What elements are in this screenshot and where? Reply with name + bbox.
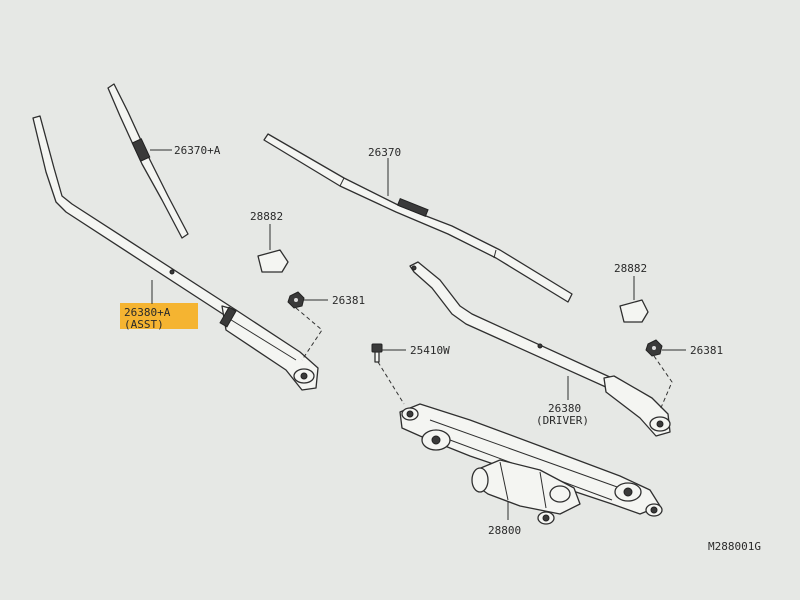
label-nut-right: 26381 bbox=[690, 344, 723, 357]
label-arm-driver-note: (DRIVER) bbox=[536, 414, 589, 427]
assembly-line-bolt bbox=[377, 361, 405, 405]
label-blade-driver: 26370 bbox=[368, 146, 401, 159]
wiper-arm-driver[interactable] bbox=[409, 261, 671, 437]
wiper-blade-driver[interactable] bbox=[263, 133, 573, 303]
assembly-line-right bbox=[653, 355, 673, 411]
label-cap-left: 28882 bbox=[250, 210, 283, 223]
label-motor-linkage: 28800 bbox=[488, 524, 521, 537]
nut-right[interactable] bbox=[645, 339, 663, 357]
diagram-code: M288001G bbox=[708, 540, 761, 553]
label-arm-passenger-note: (ASST) bbox=[124, 318, 164, 331]
label-arm-passenger: 26380+A bbox=[124, 306, 171, 319]
label-blade-passenger: 26370+A bbox=[174, 144, 221, 157]
wiper-arm-passenger[interactable] bbox=[32, 115, 319, 391]
bolt[interactable] bbox=[371, 343, 383, 363]
wiper-motor-linkage[interactable] bbox=[399, 403, 663, 525]
nut-left[interactable] bbox=[287, 291, 305, 309]
label-arm-driver: 26380 bbox=[548, 402, 581, 415]
pivot-cap-left[interactable] bbox=[257, 249, 289, 273]
part-label-highlight bbox=[120, 303, 198, 329]
label-nut-left: 26381 bbox=[332, 294, 365, 307]
pivot-cap-right[interactable] bbox=[619, 299, 649, 323]
assembly-line-left bbox=[295, 307, 323, 361]
wiper-blade-passenger[interactable] bbox=[107, 83, 189, 239]
label-cap-right: 28882 bbox=[614, 262, 647, 275]
label-bolt: 25410W bbox=[410, 344, 450, 357]
